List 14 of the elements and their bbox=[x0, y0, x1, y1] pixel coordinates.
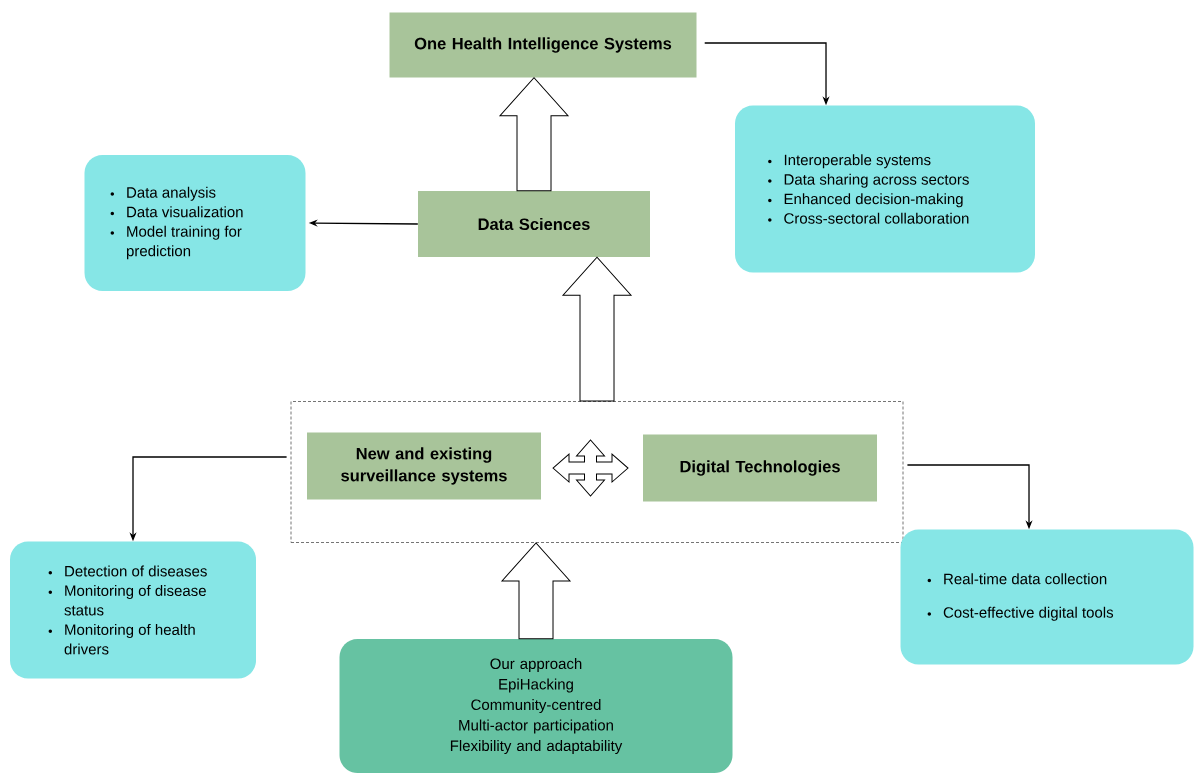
dashed-frame bbox=[290, 401, 904, 543]
approach-box: Our approach EpiHacking Community-centred Multi-actor participation Flexibility and adaptability bbox=[339, 639, 733, 773]
bullet-list-box: Data analysis Data visualization Model training for prediction bbox=[84, 155, 306, 291]
block-arrow bbox=[562, 256, 632, 402]
bullet-list-box: Detection of diseases Monitoring of disease status Monitoring of health drivers bbox=[10, 541, 256, 679]
block-arrow bbox=[499, 77, 569, 192]
title-box: Data Sciences bbox=[418, 191, 650, 257]
block-arrow bbox=[501, 542, 571, 640]
title-box: New and existing surveillance systems bbox=[307, 432, 541, 500]
four-way-arrow bbox=[552, 439, 629, 497]
title-box: Digital Technologies bbox=[643, 434, 877, 502]
title-box: One Health Intelligence Systems bbox=[389, 12, 697, 78]
bullet-list-box: Interoperable systems Data sharing across sectors Enhanced decision-making Cross-sectoral collaboration bbox=[735, 105, 1035, 273]
bullet-list-box: Real-time data collection Cost-effective digital tools bbox=[900, 529, 1194, 665]
